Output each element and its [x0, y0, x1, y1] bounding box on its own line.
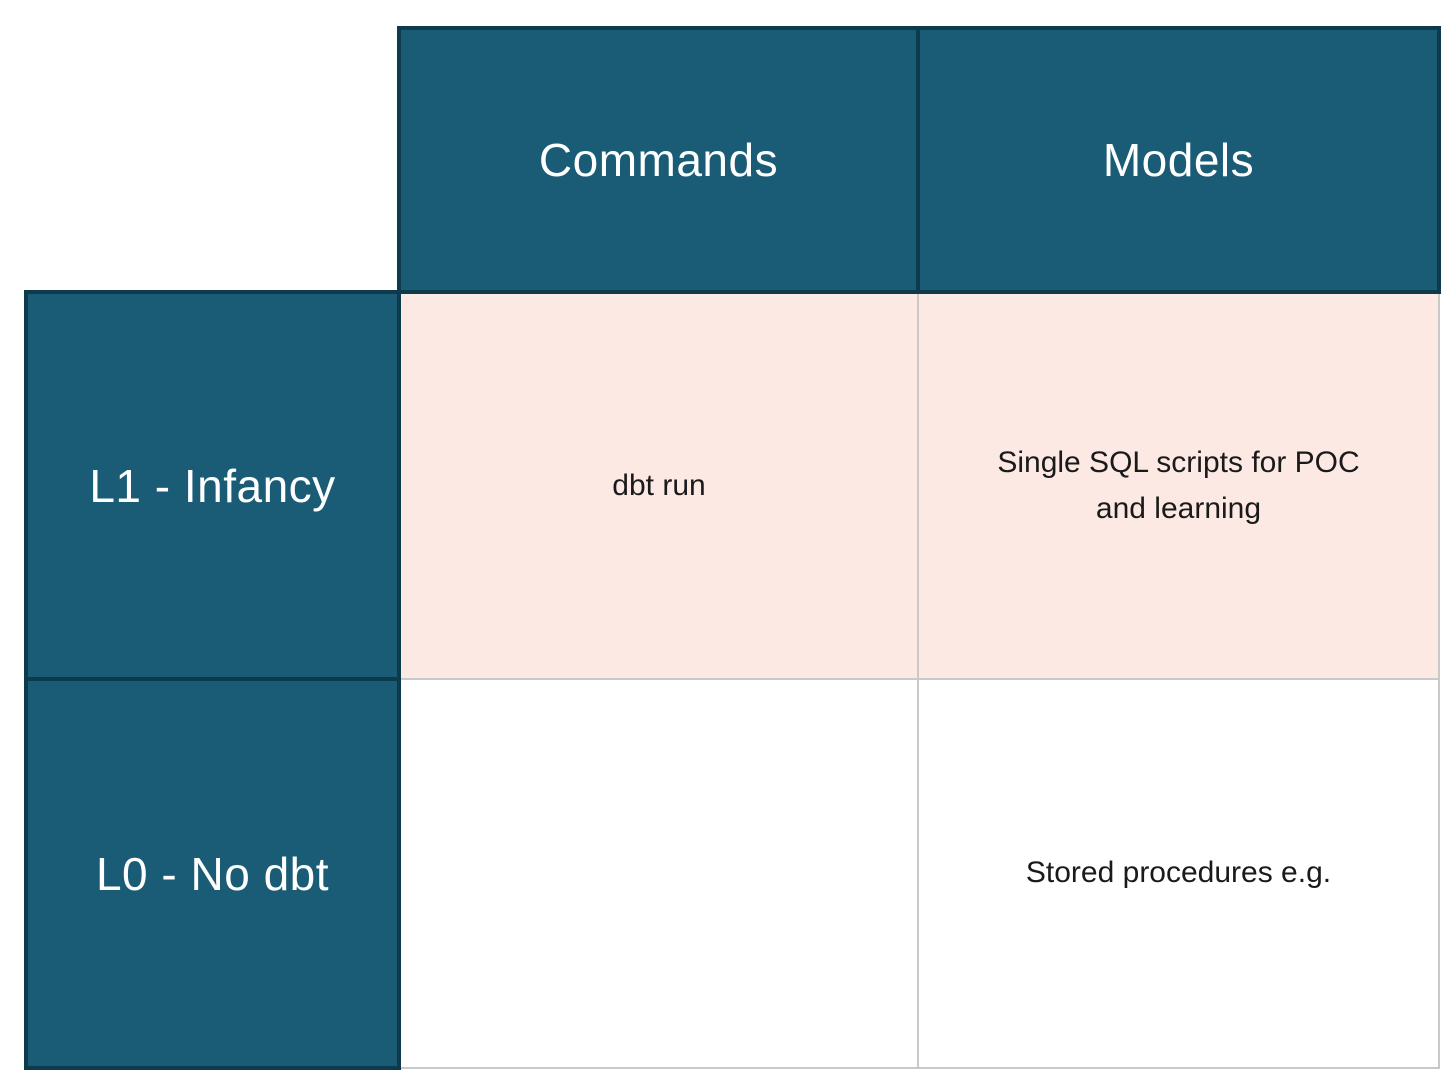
column-header-models: Models	[916, 26, 1441, 294]
cell-l1-models-text: Single SQL scripts for POC and learning	[997, 445, 1360, 526]
cell-l0-commands	[398, 678, 919, 1069]
column-header-models-label: Models	[1102, 134, 1255, 186]
corner-cell	[26, 28, 399, 292]
row-header-l1-label: L1 - Infancy	[89, 459, 336, 512]
column-header-commands-label: Commands	[538, 134, 779, 186]
cell-l0-models-text: Stored procedures e.g.	[1025, 856, 1332, 890]
maturity-matrix-table: Commands Models L1 - Infancy dbt run Sin…	[24, 26, 1441, 1070]
cell-l1-models: Single SQL scripts for POC and learning	[917, 291, 1440, 680]
row-header-l1-infancy: L1 - Infancy	[24, 290, 401, 681]
cell-l1-commands: dbt run	[398, 291, 919, 680]
row-header-l0-label: L0 - No dbt	[95, 847, 330, 900]
header-row: Commands Models	[26, 26, 1441, 294]
cell-l0-models: Stored procedures e.g.	[917, 678, 1440, 1069]
row-header-l0-no-dbt: L0 - No dbt	[24, 677, 401, 1070]
table-row-l1: L1 - Infancy dbt run Single SQL scripts …	[24, 290, 1440, 681]
column-header-commands: Commands	[397, 26, 920, 294]
cell-l1-commands-text: dbt run	[612, 468, 706, 502]
table-row-l0: L0 - No dbt Stored procedures e.g.	[24, 677, 1440, 1070]
